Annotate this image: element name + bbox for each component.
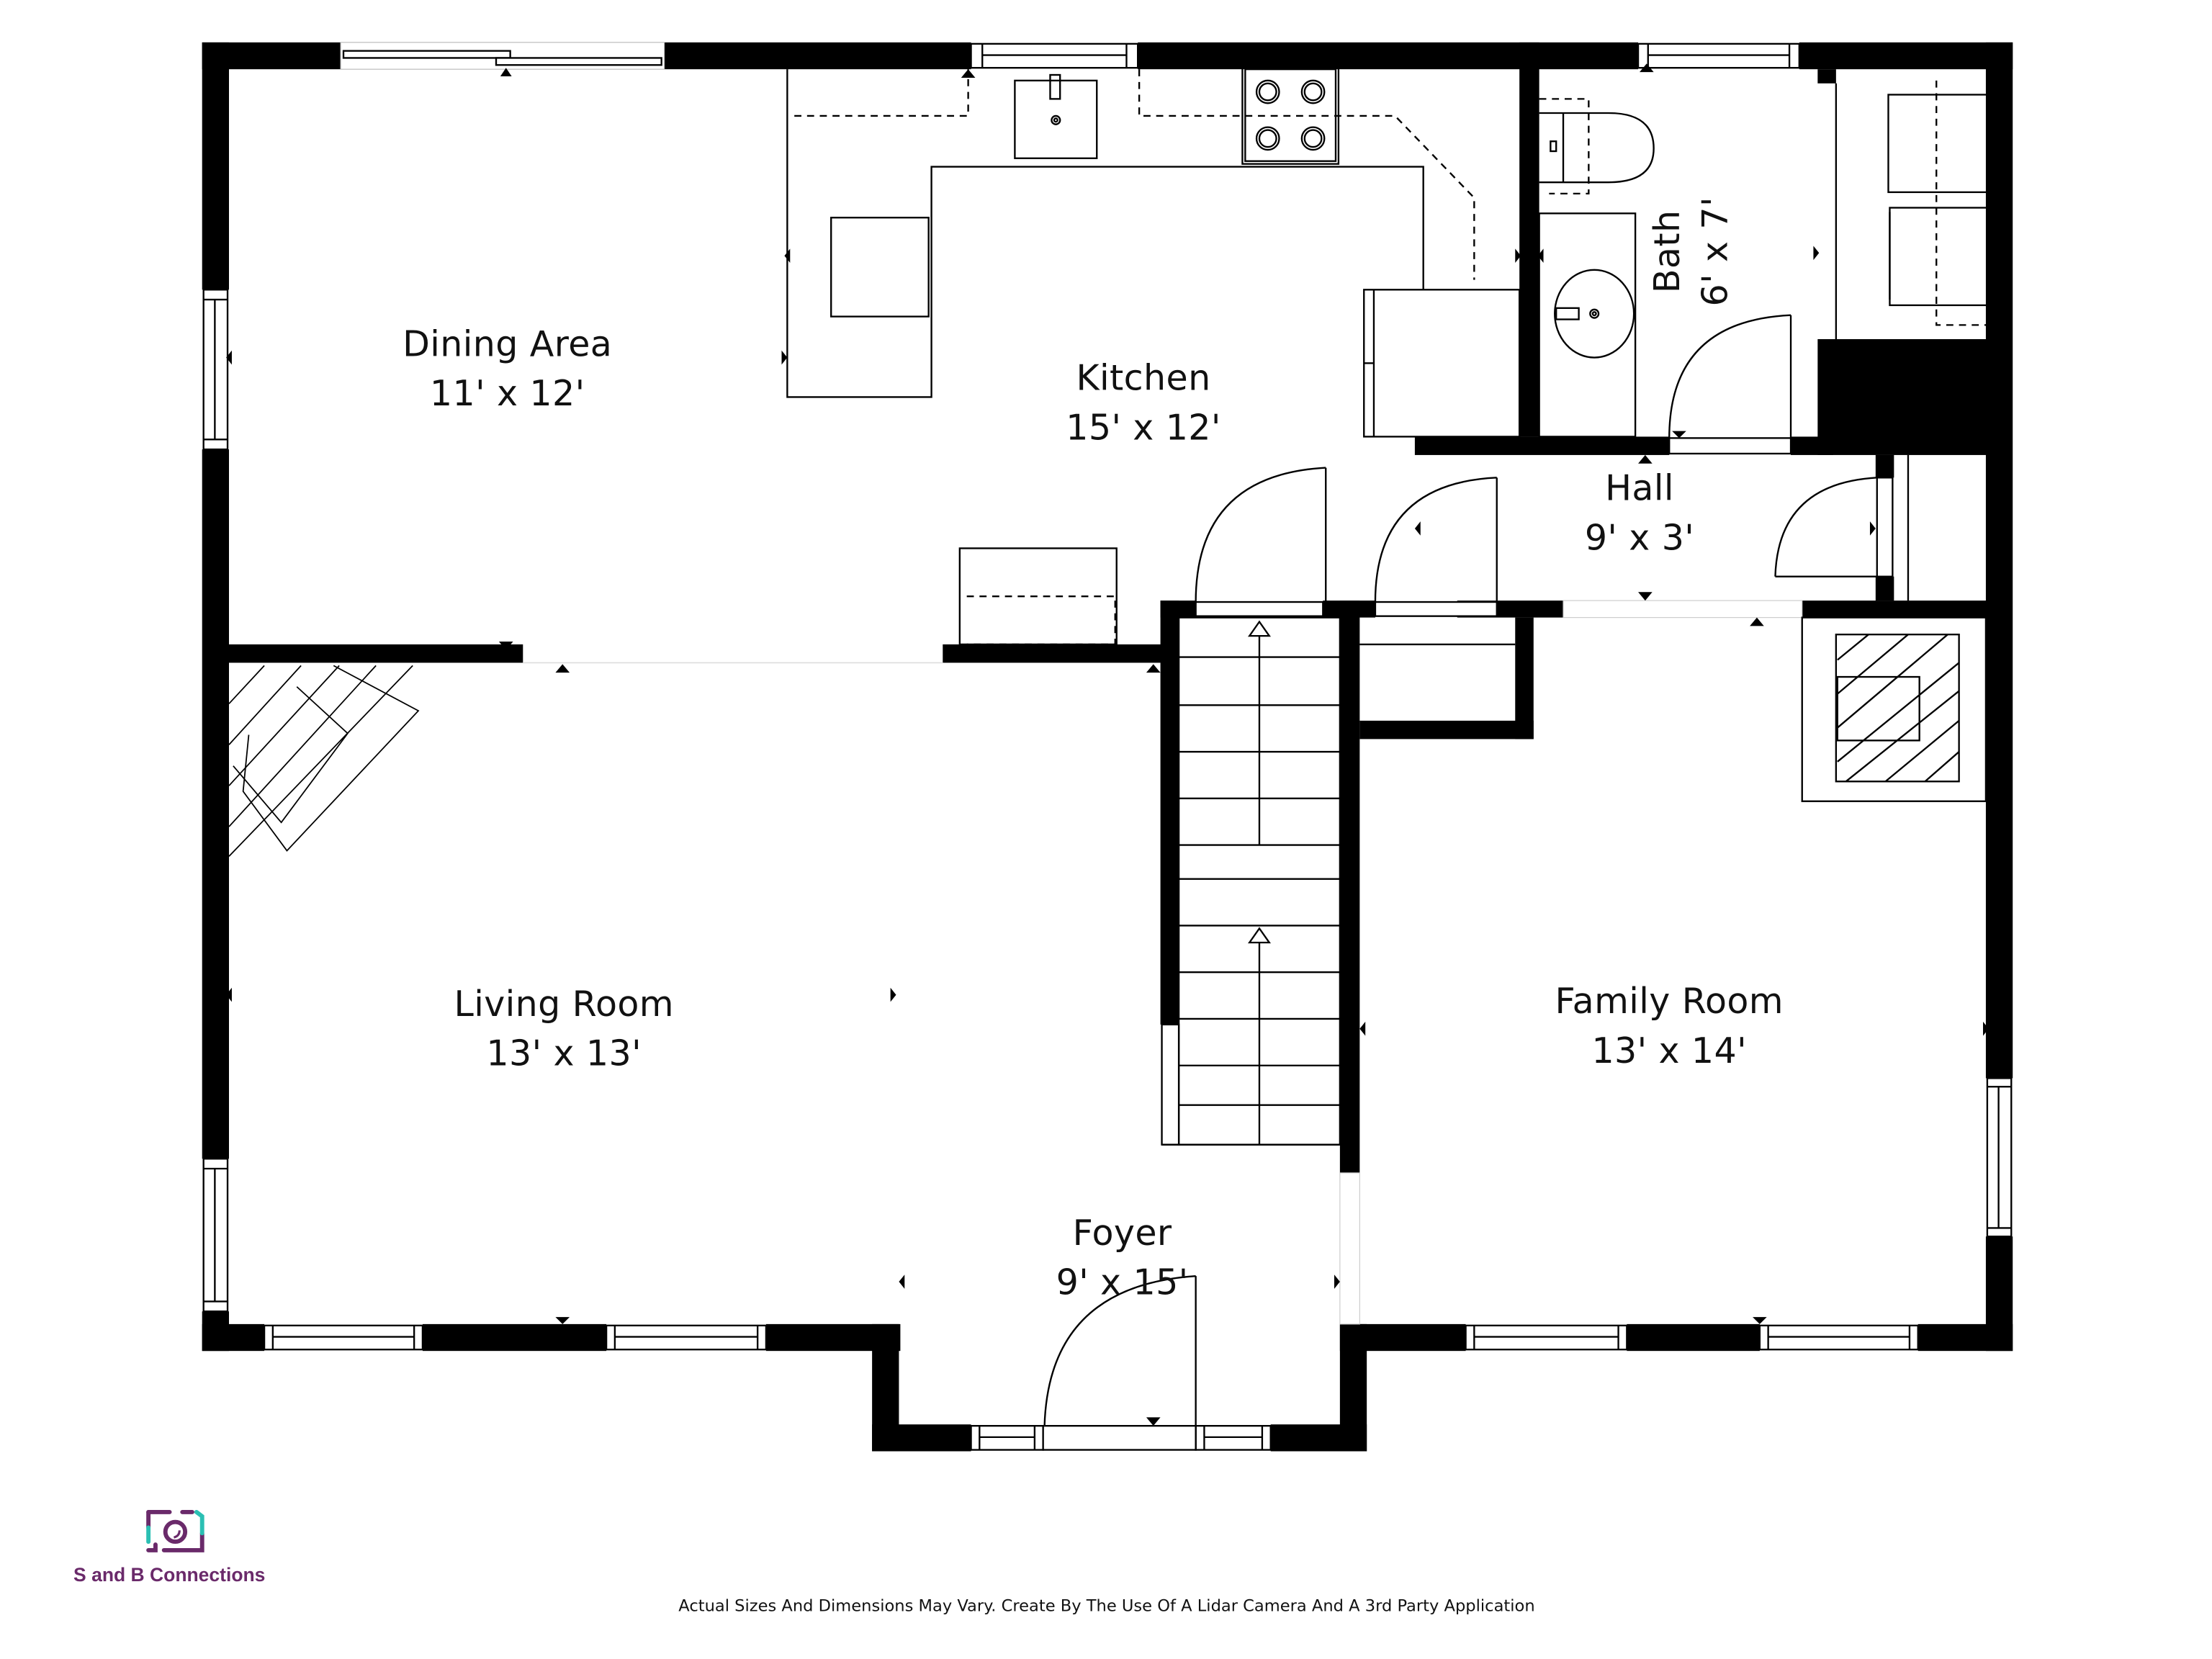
room-label-foyer: Foyer 9' x 15' (1056, 1212, 1189, 1303)
room-dimensions: 9' x 15' (1056, 1262, 1189, 1303)
stair-door (1195, 467, 1327, 617)
bath-door (1668, 314, 1792, 455)
kitchen-sink (1014, 73, 1098, 159)
fireplace-living (228, 665, 420, 857)
window-living-bottom-2 (605, 1324, 768, 1351)
room-label-kitchen: Kitchen 15' x 12' (1066, 357, 1221, 449)
front-door (1042, 1274, 1197, 1451)
room-dimensions: 11' x 12' (430, 372, 585, 414)
window-kitchen (970, 42, 1139, 69)
closet-door (1374, 477, 1498, 617)
room-dimensions: 9' x 3' (1585, 516, 1694, 558)
cabinet (958, 547, 1118, 646)
window-family-bottom-2 (1758, 1324, 1919, 1351)
interior-walls (228, 42, 1987, 1173)
room-dimensions: 13' x 14' (1591, 1030, 1747, 1071)
room-name: Family Room (1555, 980, 1784, 1022)
window-living-bottom-1 (263, 1324, 424, 1351)
doors (523, 314, 1894, 1451)
closet-appliances (1835, 80, 1989, 601)
window-foyer-right (1195, 1425, 1272, 1451)
brand-logo: S and B Connections (73, 1509, 265, 1586)
fireplace-family (1801, 616, 1987, 802)
vanity-sink (1538, 212, 1637, 438)
bath-fixtures (1538, 98, 1655, 438)
room-label-dining: Dining Area 11' x 12' (403, 323, 612, 415)
room-name: Foyer (1073, 1212, 1172, 1254)
room-name: Dining Area (403, 323, 612, 365)
sliding-door (340, 42, 665, 70)
company-name: S and B Connections (73, 1564, 265, 1586)
room-name: Bath (1646, 210, 1688, 294)
measure-markers (226, 63, 1989, 1426)
room-label-living: Living Room 13' x 13' (454, 983, 673, 1074)
hall-closet-door (1774, 477, 1894, 577)
room-name: Living Room (454, 983, 673, 1025)
camera-icon (146, 1509, 204, 1552)
room-label-bath: Bath 6' x 7' (1646, 197, 1736, 306)
window-living-left (202, 1158, 229, 1313)
room-name: Kitchen (1076, 357, 1210, 399)
room-dimensions: 6' x 7' (1694, 197, 1736, 306)
window-bath (1637, 42, 1800, 69)
stove (1241, 66, 1340, 165)
window-family-right (1986, 1077, 2013, 1238)
toilet (1539, 98, 1655, 195)
refrigerator (1363, 289, 1521, 438)
room-label-family: Family Room 13' x 14' (1555, 980, 1784, 1071)
staircase (1161, 616, 1341, 1146)
window-foyer-left (970, 1425, 1044, 1451)
window-dining-left (202, 289, 229, 451)
disclaimer: Actual Sizes And Dimensions May Vary. Cr… (678, 1596, 1534, 1615)
exterior-walls (202, 42, 2013, 1452)
room-dimensions: 15' x 12' (1066, 406, 1221, 448)
room-name: Hall (1605, 467, 1674, 509)
window-family-bottom-1 (1465, 1324, 1628, 1351)
room-label-hall: Hall 9' x 3' (1585, 467, 1694, 559)
dishwasher (830, 217, 930, 318)
kitchen-fixtures (786, 66, 1521, 646)
room-dimensions: 13' x 13' (486, 1033, 642, 1074)
